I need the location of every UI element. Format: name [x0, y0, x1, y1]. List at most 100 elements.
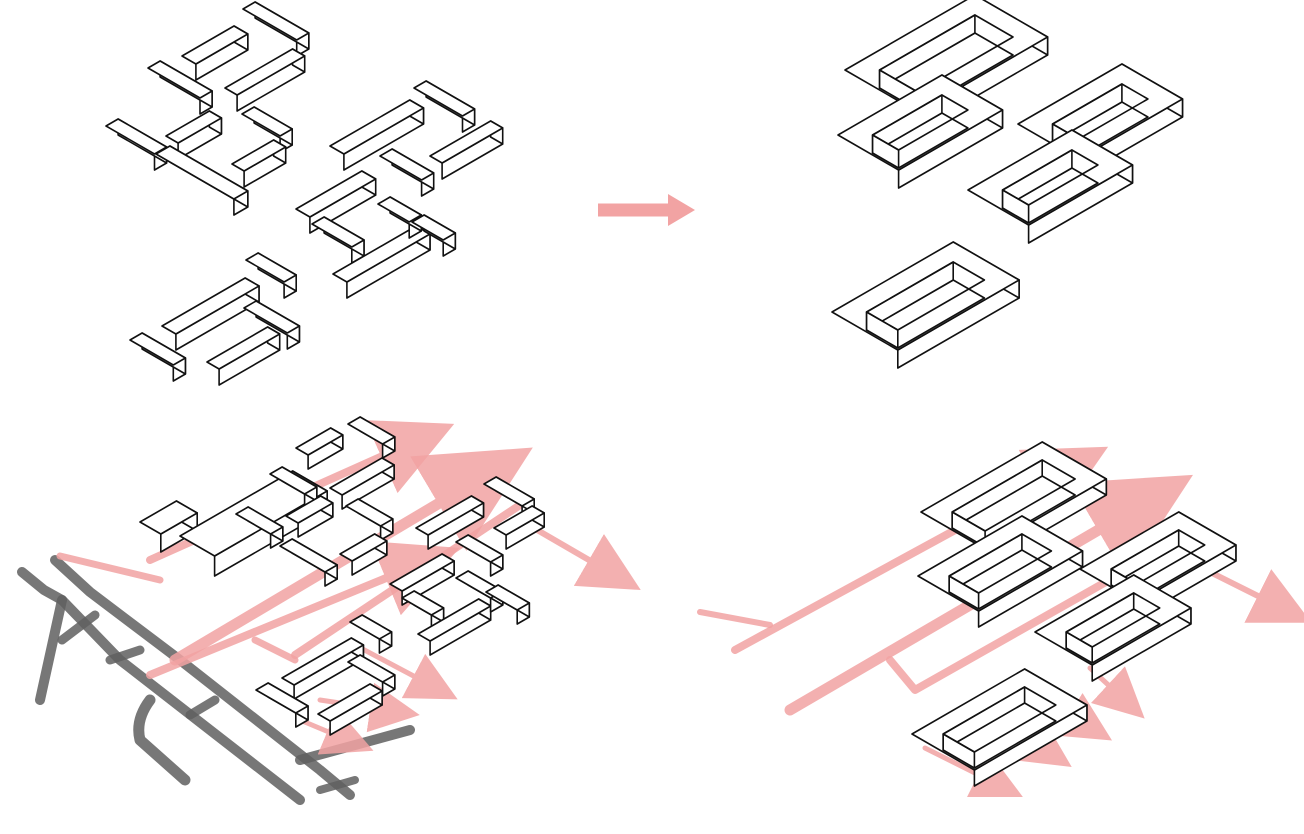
block-top	[295, 170, 377, 218]
block-top	[377, 196, 423, 223]
block-top	[242, 1, 310, 41]
flow-arrow	[297, 708, 374, 755]
block-top	[231, 139, 287, 172]
building-block	[379, 148, 435, 197]
block-top	[129, 332, 187, 366]
flow-arrow	[146, 541, 460, 679]
road	[105, 645, 145, 665]
block-top	[235, 506, 284, 535]
building-block	[242, 1, 310, 57]
building-block	[181, 25, 249, 81]
block-top	[411, 214, 457, 241]
flow-arrow	[922, 745, 1023, 797]
building-block	[349, 614, 393, 654]
block-top	[379, 148, 435, 181]
road	[57, 610, 100, 645]
right-arrow-icon	[598, 194, 695, 226]
building-block	[485, 584, 531, 625]
panel-existing-with-flows	[139, 416, 546, 736]
courtyard-block	[1034, 574, 1192, 682]
block-top	[139, 500, 198, 535]
block-top	[295, 427, 344, 456]
block-top	[415, 495, 485, 536]
courtyard-opening	[1065, 592, 1161, 648]
block-top	[165, 110, 223, 144]
panel-courtyard-rings	[831, 0, 1184, 369]
building-block	[129, 332, 187, 382]
building-block	[377, 196, 423, 239]
block-top	[224, 48, 306, 96]
block-top	[329, 457, 395, 496]
block-top	[329, 99, 425, 155]
building-block	[401, 590, 445, 630]
courtyard-block	[844, 0, 1049, 131]
courtyard-block	[917, 515, 1084, 628]
building-block	[161, 277, 260, 351]
building-block	[455, 534, 504, 577]
building-block	[285, 495, 334, 538]
building-block	[429, 120, 504, 180]
flow-arrow	[251, 636, 299, 664]
block-top	[105, 118, 168, 155]
block-top	[279, 538, 339, 573]
building-block	[317, 683, 383, 736]
building-block	[347, 654, 396, 697]
block-top	[206, 326, 281, 370]
flow-arrow	[352, 642, 458, 700]
flow-path	[886, 536, 1184, 694]
block-top	[269, 466, 318, 495]
block-top	[285, 495, 334, 524]
building-block	[311, 216, 365, 264]
block-top	[413, 80, 476, 117]
building-block	[224, 48, 306, 112]
block-top	[347, 416, 396, 445]
courtyard-opening	[951, 459, 1076, 532]
block-top	[455, 534, 504, 563]
building-block	[279, 538, 339, 587]
courtyard-opening	[871, 94, 969, 151]
block-top	[243, 300, 301, 334]
block-top	[255, 682, 309, 714]
building-block	[139, 500, 198, 553]
building-block	[347, 416, 396, 459]
building-block	[269, 466, 318, 509]
courtyard-block	[967, 129, 1134, 244]
building-block	[339, 533, 388, 576]
courtyard-opening	[942, 686, 1057, 753]
building-block	[345, 498, 394, 541]
block-top	[493, 505, 546, 536]
building-block	[231, 139, 287, 188]
block-top	[345, 498, 394, 527]
building-block	[243, 300, 301, 350]
panel-existing-blocks	[105, 1, 504, 386]
building-block	[235, 506, 284, 549]
block-top	[483, 476, 536, 507]
road	[133, 694, 191, 786]
block-top	[311, 216, 365, 248]
building-block	[245, 252, 298, 299]
block-top	[245, 252, 298, 283]
courtyard-opening	[1001, 149, 1099, 206]
building-block	[493, 505, 546, 550]
building-block	[147, 60, 213, 115]
block-top	[155, 145, 249, 200]
block-top	[389, 553, 455, 592]
road	[316, 776, 359, 794]
block-top	[347, 654, 396, 683]
block-top	[339, 533, 388, 562]
courtyard-opening	[948, 533, 1053, 594]
courtyard-block	[831, 241, 1020, 369]
courtyard-block	[911, 668, 1088, 787]
building-block	[206, 326, 281, 386]
flow-arrow	[56, 552, 164, 584]
road	[35, 595, 67, 705]
panel-rings-with-flows	[911, 441, 1237, 787]
building-block	[411, 214, 457, 257]
flow-arrow	[697, 609, 773, 628]
building-block	[295, 427, 344, 470]
block-top	[147, 60, 213, 99]
block-top	[241, 106, 294, 137]
road-network	[17, 555, 415, 805]
block-top	[349, 614, 393, 640]
